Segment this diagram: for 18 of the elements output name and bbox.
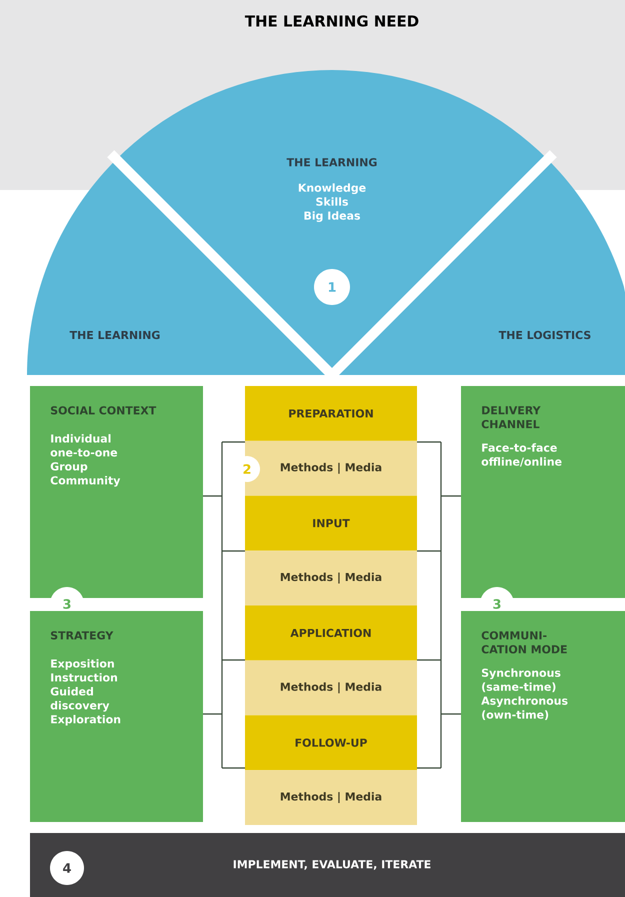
node-label: 2 bbox=[244, 464, 250, 474]
stage-row: Methods | Media bbox=[245, 770, 417, 825]
stage-row: APPLICATION bbox=[245, 606, 417, 660]
category-panel: DELIVERY CHANNEL Face-to-face offline/online bbox=[461, 386, 625, 598]
number-badge: 4 bbox=[50, 851, 84, 885]
node-label: 3 bbox=[63, 599, 70, 609]
stage-row: Methods | Media bbox=[245, 660, 417, 716]
stage-row: FOLLOW-UP bbox=[245, 715, 417, 770]
number-badge: 1 bbox=[314, 269, 350, 305]
number-badge: 2 bbox=[234, 456, 260, 482]
category-panel: SOCIAL CONTEXT Individual one-to-one Group Community bbox=[30, 386, 203, 598]
category-panel: COMMUNI- CATION MODE Synchronous (same-time) Asynchronous (own-time) bbox=[461, 611, 625, 822]
stage-row: Methods | Media bbox=[245, 550, 417, 606]
category-panel: STRATEGY Exposition Instruction Guided discovery Exploration bbox=[30, 611, 203, 822]
title: THE LEARNING NEED bbox=[244, 15, 418, 27]
stage-row: PREPARATION bbox=[245, 386, 417, 441]
node-label: 3 bbox=[493, 599, 500, 609]
stage-row: INPUT bbox=[245, 496, 417, 551]
